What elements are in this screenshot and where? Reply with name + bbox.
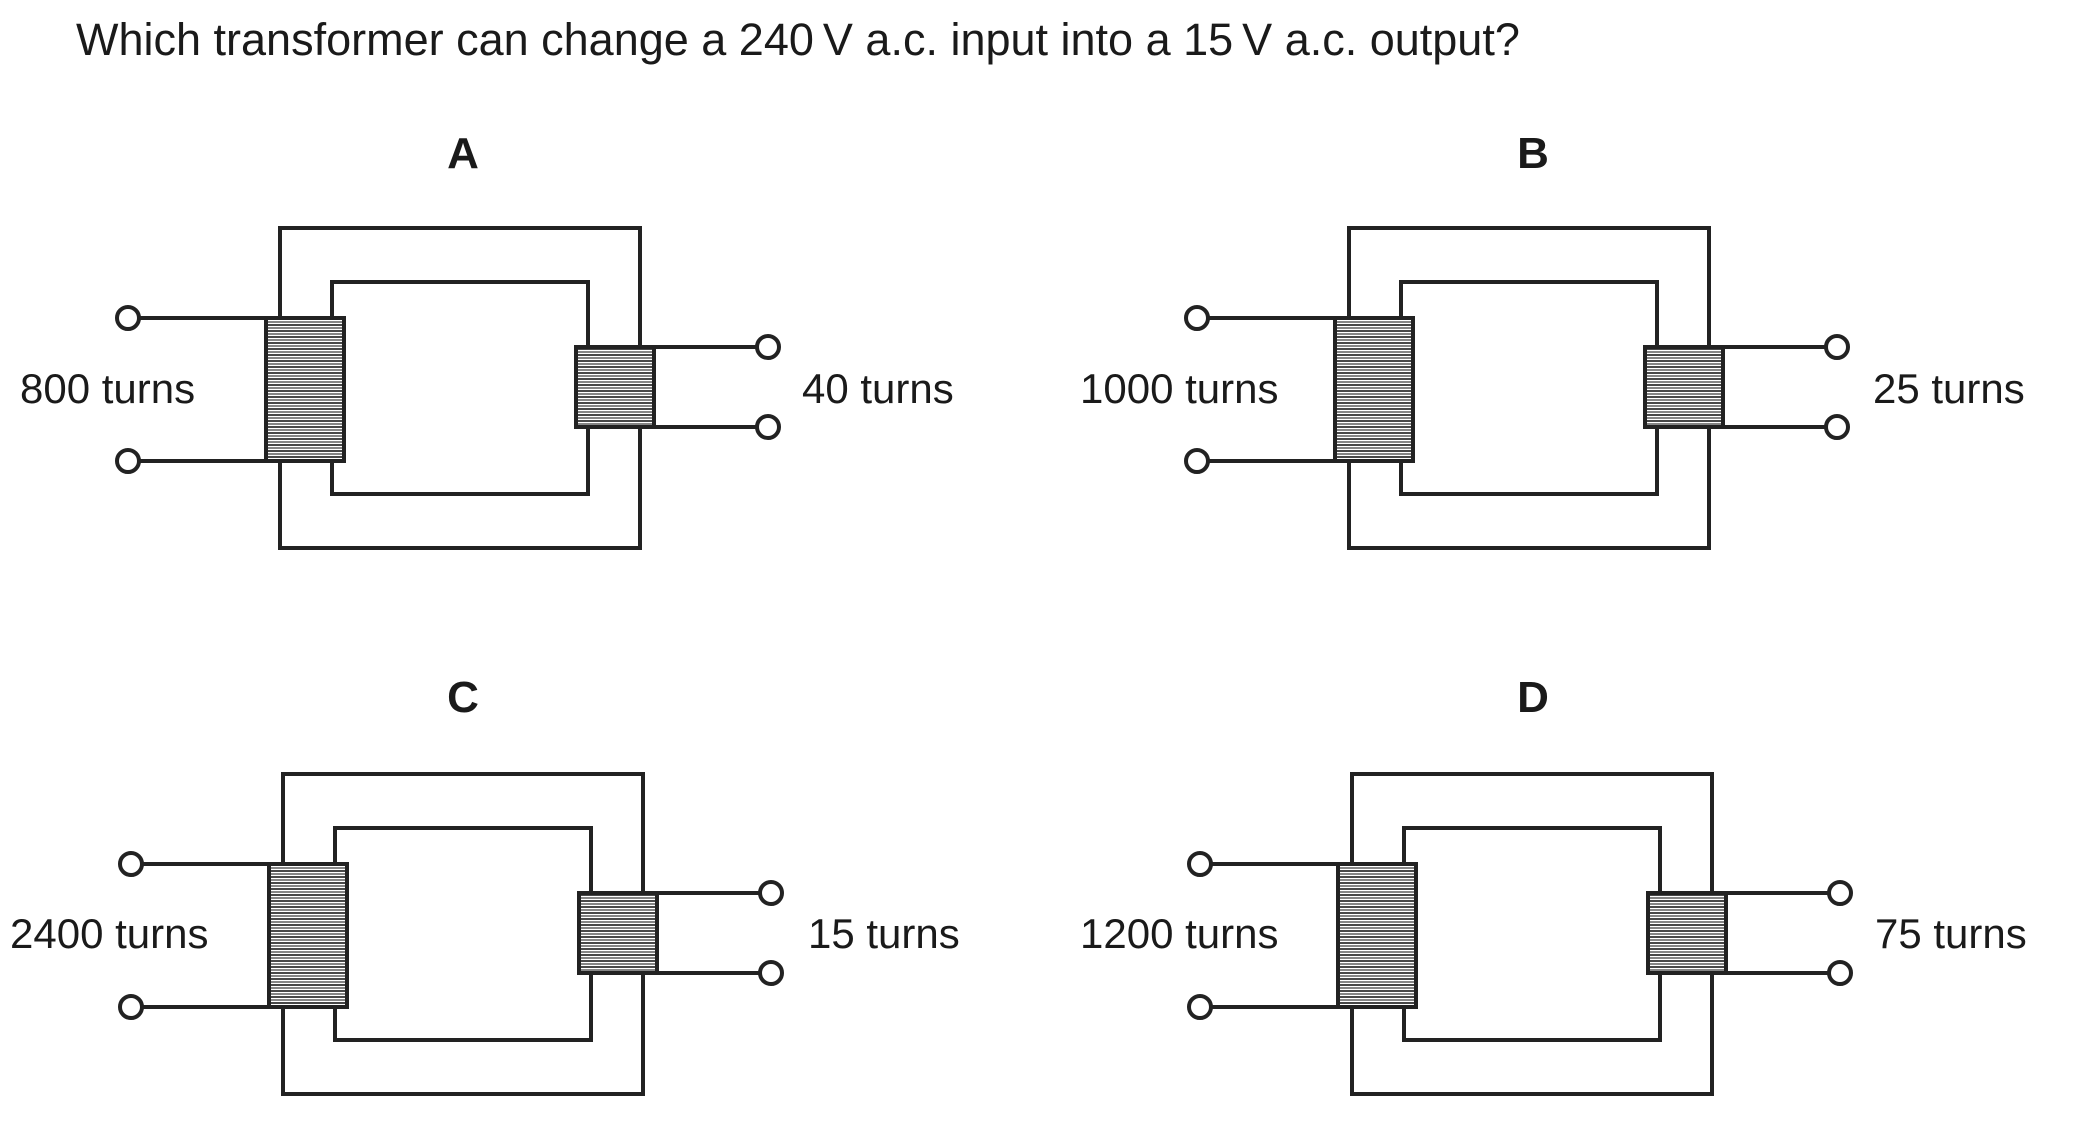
primary-turns-label: 2400 turns	[10, 910, 208, 957]
primary-turns-label: 1000 turns	[1080, 365, 1278, 412]
primary-turns-label: 1200 turns	[1080, 910, 1278, 957]
transformer-diagram-b	[1184, 226, 1850, 550]
transformer-option-c: C 2400 turns 15 turns	[10, 673, 960, 1096]
transformer-diagram-c	[118, 772, 784, 1096]
secondary-turns-label: 25 turns	[1873, 365, 2025, 412]
transformer-option-d: D 1200 turns 75 turns	[1080, 673, 2027, 1096]
option-letter: D	[1517, 673, 1549, 722]
transformer-diagram-d	[1187, 772, 1853, 1096]
option-letter: C	[447, 673, 479, 722]
secondary-turns-label: 15 turns	[808, 910, 960, 957]
transformer-diagram-a	[115, 226, 781, 550]
transformer-option-b: B 1000 turns 25 turns	[1080, 129, 2025, 550]
secondary-turns-label: 75 turns	[1875, 910, 2027, 957]
question-text: Which transformer can change a 240 V a.c…	[76, 14, 1520, 65]
option-letter: B	[1517, 129, 1549, 178]
secondary-turns-label: 40 turns	[802, 365, 954, 412]
option-letter: A	[447, 129, 479, 178]
primary-turns-label: 800 turns	[20, 365, 195, 412]
transformer-option-a: A 800 turns 40 turns	[20, 129, 954, 550]
